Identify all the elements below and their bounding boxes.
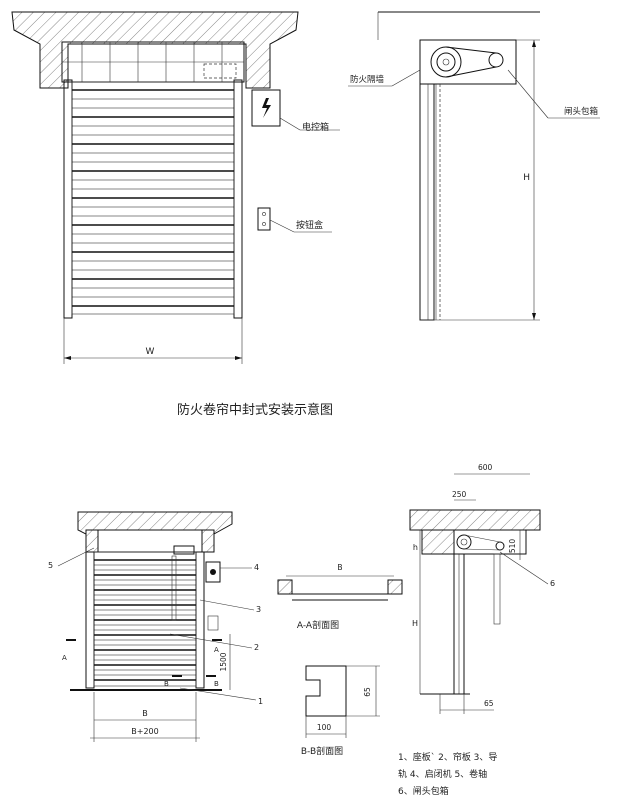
dim-600: 600: [478, 463, 493, 472]
section-bb-dim-100: 100: [317, 723, 332, 732]
ceiling-slab: [11, 11, 299, 89]
top-side-view: H 防火隔墙 闸头包箱: [348, 11, 600, 321]
dim-small-h: h: [413, 543, 418, 552]
section-aa: B A-A剖面图: [277, 563, 403, 631]
bottom-front-view: 5 4 3 2 1 A A B B 1500 B B+200: [48, 511, 263, 742]
callout-button-box: 按钮盒: [296, 219, 323, 231]
section-bb: 65 100 B-B剖面图: [301, 665, 380, 757]
roller-axle-outer: [430, 46, 462, 78]
curtain-slats: [72, 89, 234, 307]
dim-510: 510: [508, 539, 517, 554]
control-box: [251, 89, 281, 127]
bottom-curtain-slats: [94, 559, 196, 681]
bottom-side-view: 600 250 510 6 h H 65: [409, 463, 555, 714]
dim-250: 250: [452, 490, 467, 499]
label-3: 3: [256, 605, 261, 614]
callout-control-box: 电控箱: [302, 121, 329, 133]
guide-rail-left: [63, 79, 73, 319]
label-1: 1: [258, 697, 263, 706]
bottom-ceiling-slab: [77, 511, 233, 553]
bottom-guide-rail-left: [85, 551, 95, 689]
side-head-box: [419, 39, 517, 85]
drive-pulley: [488, 52, 504, 68]
side-guide-rail: [419, 83, 435, 321]
section-aa-dim-b: B: [337, 563, 342, 572]
section-mark-a-left: A: [62, 654, 67, 662]
label-6: 6: [550, 579, 555, 588]
top-front-view: 电控箱 按钮盒 W: [11, 11, 340, 364]
dim-height: H: [523, 173, 530, 183]
dim-big-h: H: [412, 619, 418, 628]
side-slab: [409, 509, 541, 531]
section-bb-dim-65: 65: [363, 687, 372, 697]
legend-line-3: 6、闸头包箱: [398, 785, 449, 797]
button-box: [257, 207, 271, 231]
legend-line-2: 轨 4、启闭机 5、卷轴: [398, 768, 487, 780]
section-mark-a-right: A: [214, 646, 219, 654]
bottom-curtain: [93, 551, 197, 687]
callout-fire-plate: 防火隔墙: [350, 74, 385, 85]
side-dim-65: 65: [484, 699, 494, 708]
label-4: 4: [254, 563, 259, 572]
dim-width: W: [146, 347, 155, 357]
legend-line-1: 1、座板` 2、帘板 3、导: [398, 751, 497, 763]
dim-b-plus-200: B+200: [131, 727, 158, 736]
section-bb-caption: B-B剖面图: [301, 745, 343, 757]
section-aa-caption: A-A剖面图: [297, 619, 339, 631]
label-5: 5: [48, 561, 53, 570]
drawing-caption: 防火卷帘中封式安装示意图: [177, 402, 333, 418]
dim-1500: 1500: [219, 652, 228, 671]
section-mark-b-left: B: [164, 680, 169, 688]
section-mark-b-right: B: [214, 680, 219, 688]
guide-rail-right: [233, 79, 243, 319]
label-2: 2: [254, 643, 259, 652]
callout-head-box: 闸头包箱: [564, 106, 599, 117]
bottom-guide-rail-right: [195, 551, 205, 689]
lightning-icon: [262, 98, 271, 118]
legend: 1、座板` 2、帘板 3、导 轨 4、启闭机 5、卷轴 6、闸头包箱: [398, 751, 497, 797]
dim-b: B: [142, 709, 148, 718]
